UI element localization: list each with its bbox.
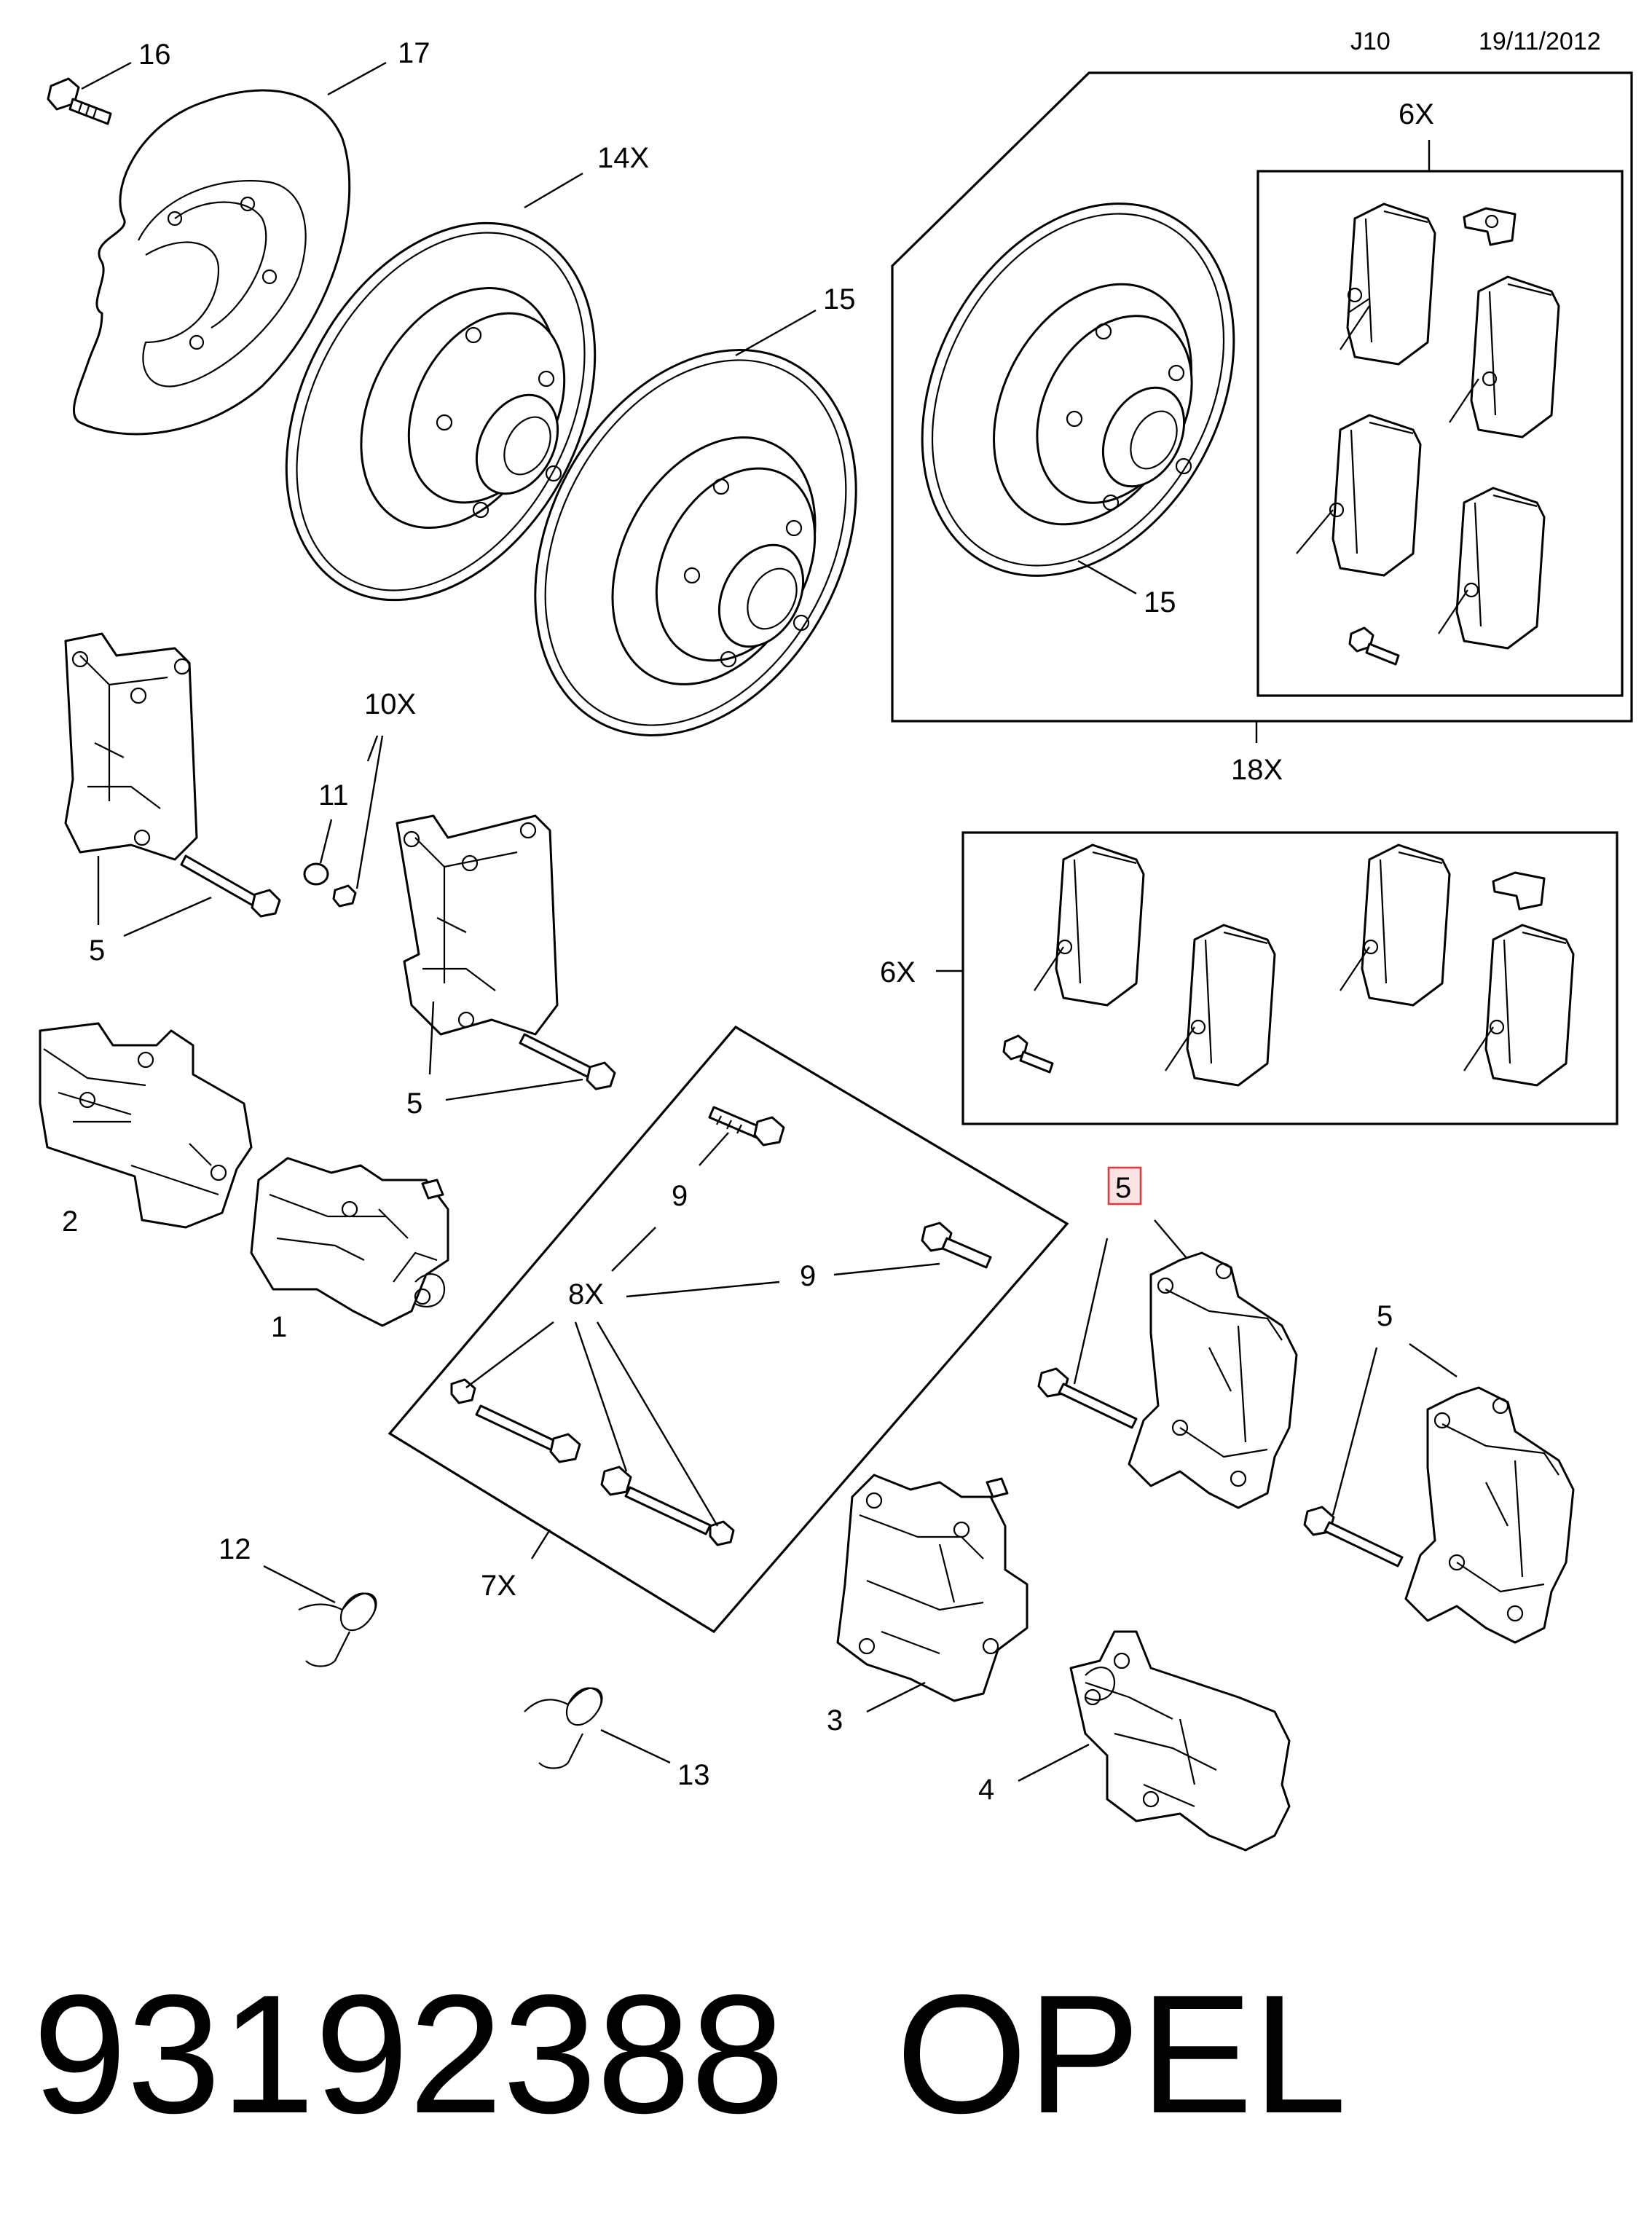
callout-8x: 8X [568,1278,604,1310]
bolt-5a-drawing [180,854,281,918]
callout-6x-top: 6X [1399,98,1434,130]
caliper-carrier-5c-drawing [1037,1251,1298,1509]
callout-5b: 5 [406,1087,422,1120]
leader-12 [263,1565,336,1604]
callout-9b: 9 [800,1260,816,1292]
leader-5c-1 [1332,1347,1378,1516]
leader-13 [600,1728,671,1764]
callout-6x-mid: 6X [880,956,916,988]
leader-17 [327,61,387,96]
caliper-carrier-5b-drawing [396,814,559,1036]
callout-9a: 9 [672,1180,688,1212]
brake-pads-top-drawing [1296,202,1560,666]
brand-name: OPEL [896,1960,1347,2149]
leader-8x-1 [611,1227,656,1272]
brake-caliper-4-drawing [1069,1630,1291,1852]
bolt-5b-drawing [519,1033,616,1090]
leader-10x-b [355,735,384,889]
callout-1: 1 [271,1311,287,1343]
bolts-8x-9-drawing [450,1106,992,1546]
callout-5a: 5 [89,935,105,967]
part-number: 93192388 [33,1960,784,2149]
leader-5c-2 [1409,1343,1458,1377]
kit-6x-top-frame [1256,170,1624,697]
spring-13-drawing [524,1687,603,1769]
callout-16: 16 [138,39,171,71]
leader-5a-2 [123,896,212,937]
kit-18x-frame [891,71,1633,723]
callout-4: 4 [978,1774,994,1806]
leader-15b [1077,559,1137,595]
diagram-date: 19/11/2012 [1479,28,1601,55]
brake-disc-15-drawing [534,349,857,736]
caliper-carrier-5a-drawing [64,632,198,861]
callout-18x: 18X [1231,754,1283,786]
leader-9a [699,1132,729,1166]
brake-caliper-1-drawing [250,1157,449,1327]
dust-shield-17-drawing [72,89,351,436]
callout-2: 2 [62,1206,78,1238]
highlight-box[interactable] [1107,1166,1142,1206]
callout-3: 3 [827,1704,843,1737]
leader-9b [833,1262,940,1276]
leader-8x-3 [465,1321,554,1388]
kit-7x-frame [388,1025,1069,1634]
callout-11: 11 [318,779,349,811]
leader-11 [319,819,333,864]
callout-15a: 15 [823,283,856,315]
brake-disc-14x-drawing [285,221,597,602]
brake-caliper-3-drawing [836,1474,1028,1702]
leader-8x-5 [596,1321,719,1527]
brake-pads-mid-drawing [1002,843,1575,1087]
callout-12: 12 [219,1533,251,1565]
callout-17: 17 [398,37,430,69]
callout-10x: 10X [364,688,416,720]
leader-16 [81,61,132,90]
brake-caliper-2-drawing [39,1022,253,1229]
bolt-16-drawing [47,77,112,125]
caliper-carrier-5d-drawing [1303,1386,1575,1644]
spring-12-drawing [298,1592,377,1667]
callout-5c: 5 [1377,1300,1393,1332]
leader-8x-4 [574,1321,628,1472]
callout-14x: 14X [597,142,649,174]
leader-15a [735,309,817,357]
leader-8x-2 [626,1281,780,1298]
leader-10x-a [366,735,379,762]
leader-14x [524,172,583,209]
callout-5-highlight[interactable]: 5 [1115,1172,1131,1204]
callout-15b: 15 [1144,586,1176,618]
leader-4 [1018,1743,1090,1782]
leader-5b-2 [445,1078,583,1101]
leader-7x [530,1529,551,1560]
cap-11-drawing [303,862,357,908]
brake-disc-15-kit-drawing [921,202,1235,577]
leader-5b-1 [428,1001,435,1075]
diagram-code: J10 [1350,28,1391,55]
kit-6x-mid-frame [961,831,1618,1125]
callout-13: 13 [677,1759,710,1791]
leader-3 [866,1681,926,1713]
leader-5h-1 [1073,1238,1109,1385]
callout-7x: 7X [481,1570,516,1602]
